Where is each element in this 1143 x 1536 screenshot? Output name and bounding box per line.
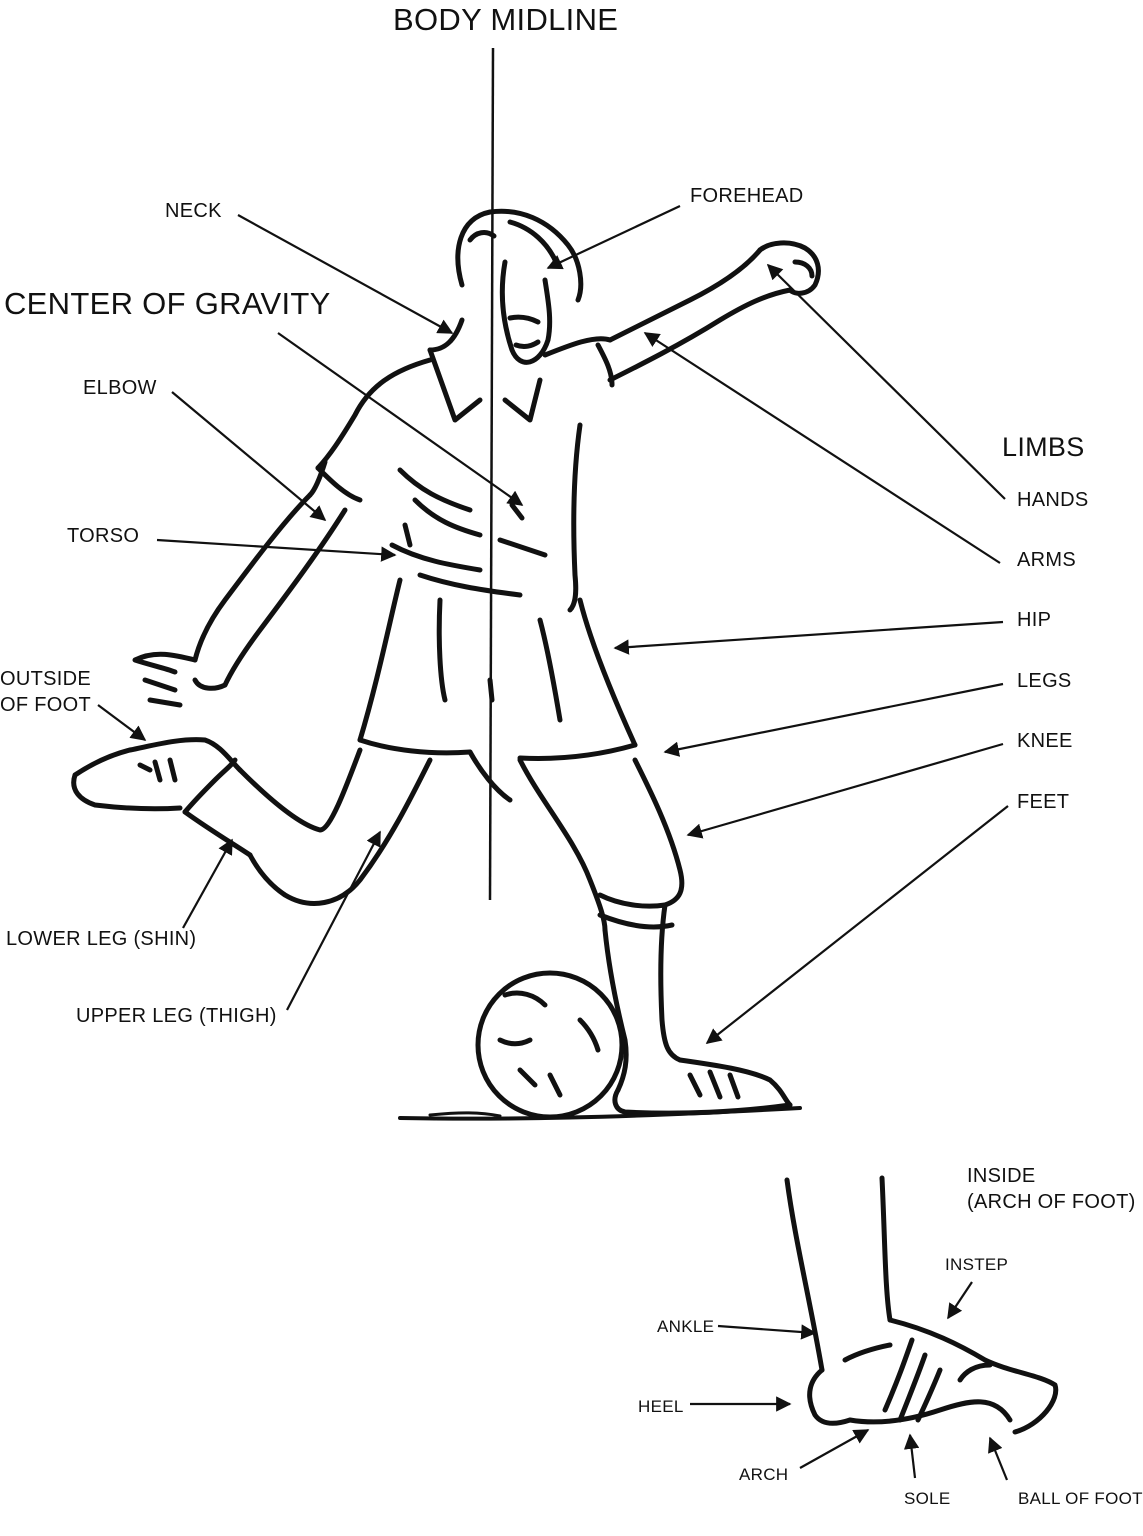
arrow-ball-of-foot xyxy=(988,1436,1009,1481)
label-body-midline: BODY MIDLINE xyxy=(393,2,619,37)
label-arms: ARMS xyxy=(1017,549,1076,571)
arrow-instep xyxy=(947,1281,973,1320)
arrow-arch xyxy=(799,1429,870,1469)
label-upper-leg: UPPER LEG (THIGH) xyxy=(76,1005,277,1027)
arrow-arms xyxy=(643,332,1001,564)
label-heel: HEEL xyxy=(638,1397,684,1416)
arrow-torso xyxy=(156,538,397,562)
arrow-outside-of-foot xyxy=(97,704,147,741)
arrow-feet xyxy=(705,805,1009,1044)
label-lower-leg: LOWER LEG (SHIN) xyxy=(6,928,197,950)
label-outside-of-foot: OUTSIDE OF FOOT xyxy=(0,668,91,716)
label-ankle: ANKLE xyxy=(657,1317,715,1336)
label-inside-arch-of-foot: INSIDE (ARCH OF FOOT) xyxy=(967,1165,1136,1213)
label-elbow: ELBOW xyxy=(83,377,157,399)
arrow-lower-leg xyxy=(182,838,233,929)
arrow-elbow xyxy=(171,391,327,521)
label-neck: NECK xyxy=(165,200,222,222)
arrow-hands xyxy=(766,263,1006,500)
arrow-hip xyxy=(613,620,1004,655)
foot-illustration xyxy=(784,1175,1059,1435)
label-feet: FEET xyxy=(1017,791,1070,813)
body-midline xyxy=(488,47,495,901)
arrow-ankle xyxy=(717,1324,817,1340)
arrow-upper-leg xyxy=(286,830,381,1011)
arrow-neck xyxy=(237,214,454,334)
player-illustration xyxy=(71,208,821,1121)
label-torso: TORSO xyxy=(67,525,140,547)
arrow-sole xyxy=(903,1433,920,1479)
label-hands: HANDS xyxy=(1017,489,1089,511)
arrow-knee xyxy=(686,742,1004,839)
label-instep: INSTEP xyxy=(945,1255,1009,1274)
arrow-forehead xyxy=(546,205,681,270)
label-forehead: FOREHEAD xyxy=(690,185,804,207)
label-limbs: LIMBS xyxy=(1002,432,1085,462)
label-arch: ARCH xyxy=(739,1465,789,1484)
label-legs: LEGS xyxy=(1017,670,1072,692)
label-hip: HIP xyxy=(1017,609,1052,631)
label-center-of-gravity: CENTER OF GRAVITY xyxy=(4,286,331,321)
arrow-legs xyxy=(663,682,1004,757)
arrow-center-of-gravity xyxy=(277,332,524,506)
leader-arrows xyxy=(97,205,1009,1481)
label-sole: SOLE xyxy=(904,1489,951,1508)
label-knee: KNEE xyxy=(1017,730,1073,752)
label-ball-of-foot: BALL OF FOOT xyxy=(1018,1489,1143,1508)
